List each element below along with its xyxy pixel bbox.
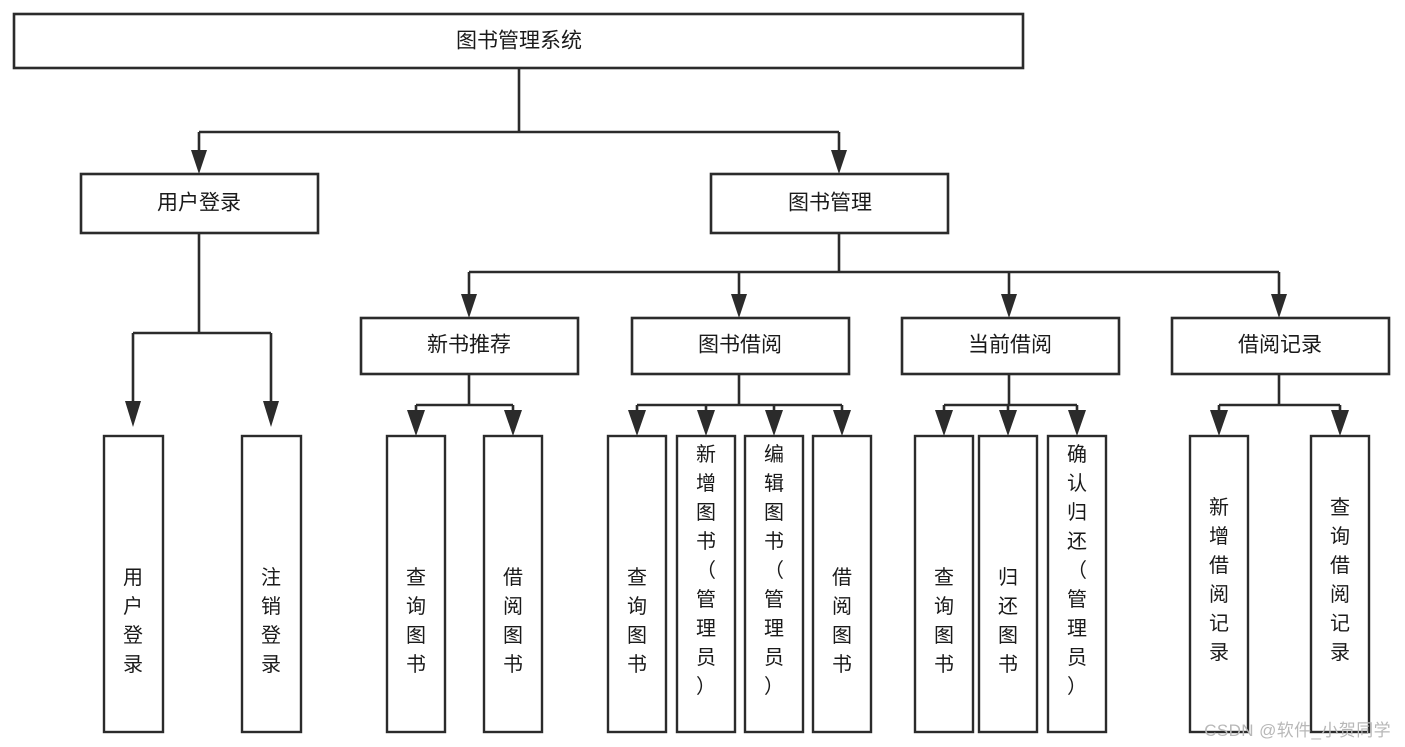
arrow-head-login [191,150,207,174]
node-leaf2[interactable]: 注销登录 [240,434,303,734]
arrow-head-borrow [731,294,747,318]
node-newbook-box[interactable] [359,316,580,376]
node-leaf11-label: 确认归还（管理员） [1067,443,1087,698]
node-leaf5-box[interactable] [606,434,668,734]
node-leaf7[interactable]: 编辑图书（管理员） [743,434,805,734]
node-leaf6[interactable]: 新增图书（管理员） [675,434,737,734]
node-leaf13-box[interactable] [1309,434,1371,734]
arrow-head-newbook [461,294,477,318]
node-root-label: 图书管理系统 [456,30,582,53]
node-bookmgmt-box[interactable] [709,172,950,235]
node-leaf2-box[interactable] [240,434,303,734]
node-leaf13[interactable]: 查询借阅记录 [1309,434,1371,734]
arrow-head-current [1001,294,1017,318]
node-leaf8[interactable]: 借阅图书 [811,434,873,734]
node-leaf12-label: 新增借阅记录 [1209,496,1229,664]
node-root[interactable]: 图书管理系统 [12,12,1025,70]
node-current-label: 当前借阅 [968,334,1052,357]
node-newbook[interactable]: 新书推荐 [359,316,580,376]
arrow-head-records [1271,294,1287,318]
arrow-head-leaf5 [628,410,646,436]
node-bookmgmt[interactable]: 图书管理 [709,172,950,235]
node-records-label: 借阅记录 [1238,334,1322,357]
node-login-box[interactable] [79,172,320,235]
arrow-head-leaf1 [125,401,141,427]
node-leaf3-label: 查询图书 [406,566,426,676]
node-leaf10-box[interactable] [977,434,1039,734]
arrow-head-leaf13 [1331,410,1349,436]
node-bookmgmt-label: 图书管理 [788,192,872,215]
arrow-head-leaf12 [1210,410,1228,436]
arrow-head-bookmgmt [831,150,847,174]
node-borrow[interactable]: 图书借阅 [630,316,851,376]
node-leaf11[interactable]: 确认归还（管理员） [1046,434,1108,734]
node-leaf7-label: 编辑图书（管理员） [764,443,784,698]
node-leaf4-box[interactable] [482,434,544,734]
node-leaf11-box[interactable] [1046,434,1108,734]
node-leaf10[interactable]: 归还图书 [977,434,1039,734]
node-leaf3-box[interactable] [385,434,447,734]
node-login-label: 用户登录 [157,192,241,215]
node-leaf3[interactable]: 查询图书 [385,434,447,734]
node-leaf10-label: 归还图书 [998,566,1018,676]
node-leaf7-box[interactable] [743,434,805,734]
arrow-head-leaf11 [1068,410,1086,436]
connector-layer [125,68,1349,436]
node-leaf1[interactable]: 用户登录 [102,434,165,734]
node-leaf8-label: 借阅图书 [832,566,852,676]
node-leaf2-label: 注销登录 [261,566,281,676]
node-leaf5-label: 查询图书 [627,566,647,676]
arrow-head-leaf10 [999,410,1017,436]
node-root-box[interactable] [12,12,1025,70]
node-records[interactable]: 借阅记录 [1170,316,1391,376]
node-borrow-box[interactable] [630,316,851,376]
node-leaf12[interactable]: 新增借阅记录 [1188,434,1250,734]
node-newbook-label: 新书推荐 [427,334,511,357]
arrow-head-leaf3 [407,410,425,436]
arrow-head-leaf4 [504,410,522,436]
node-current[interactable]: 当前借阅 [900,316,1121,376]
node-leaf6-label: 新增图书（管理员） [696,443,716,698]
node-leaf4[interactable]: 借阅图书 [482,434,544,734]
node-leaf13-label: 查询借阅记录 [1330,496,1350,664]
node-leaf5[interactable]: 查询图书 [606,434,668,734]
node-borrow-label: 图书借阅 [698,334,782,357]
node-leaf6-box[interactable] [675,434,737,734]
node-leaf12-box[interactable] [1188,434,1250,734]
node-leaf1-label: 用户登录 [123,567,143,676]
arrow-head-leaf9 [935,410,953,436]
node-leaf9[interactable]: 查询图书 [913,434,975,734]
node-leaf9-box[interactable] [913,434,975,734]
arrow-head-leaf8 [833,410,851,436]
arrow-head-leaf6 [697,410,715,436]
watermark-text: CSDN @软件_小贺同学 [1204,721,1391,740]
arrow-head-leaf2 [263,401,279,427]
node-leaf4-label: 借阅图书 [503,566,523,676]
node-records-box[interactable] [1170,316,1391,376]
node-leaf9-label: 查询图书 [934,566,954,676]
node-leaf1-box[interactable] [102,434,165,734]
node-leaf8-box[interactable] [811,434,873,734]
arrow-head-leaf7 [765,410,783,436]
node-current-box[interactable] [900,316,1121,376]
node-login[interactable]: 用户登录 [79,172,320,235]
